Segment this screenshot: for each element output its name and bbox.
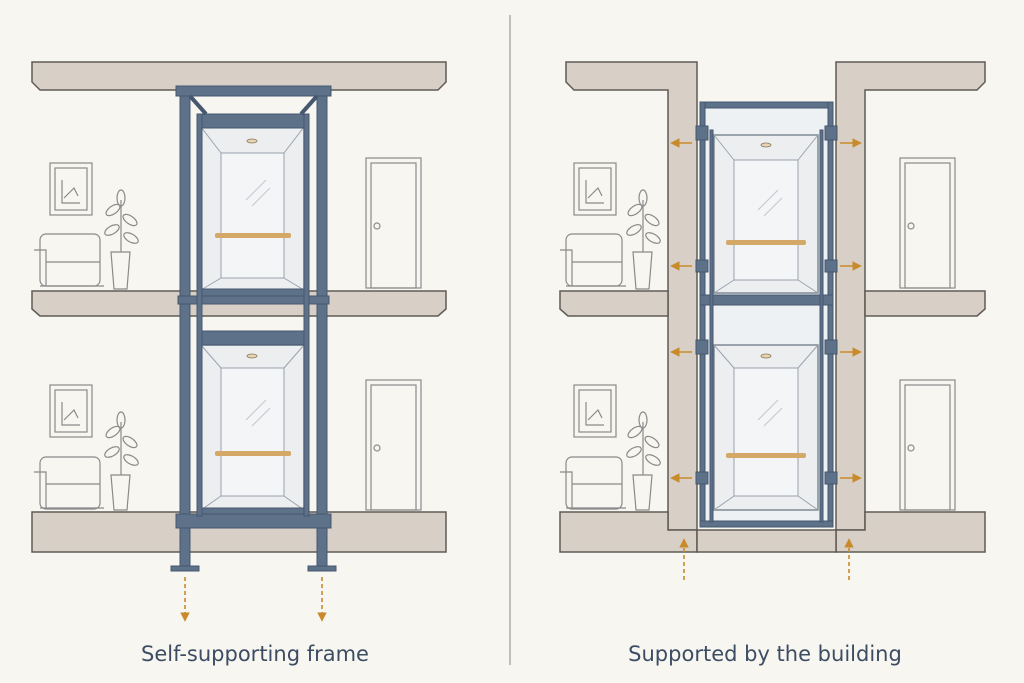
picture-frame-icon [573, 162, 617, 216]
picture-frame-icon [49, 162, 93, 216]
handrail [726, 453, 806, 458]
right-panel-caption: Supported by the building [628, 642, 902, 666]
door-icon [899, 157, 956, 289]
left-panel-caption: Self-supporting frame [141, 642, 369, 666]
sofa-icon [34, 456, 104, 510]
middle-slab-left [559, 290, 669, 317]
left-elevator-cabins [200, 126, 305, 511]
frame-inner-post [303, 113, 310, 517]
picture-frame-icon [573, 384, 617, 438]
upper-cabin [200, 126, 305, 291]
frame-inner-post [196, 113, 203, 517]
potted-plant-icon [104, 189, 139, 290]
right-lower-room [560, 379, 956, 511]
right-upper-room [560, 157, 956, 290]
rail-left [699, 101, 706, 528]
rail-right [827, 101, 834, 528]
frame-middle-beam [177, 295, 330, 305]
sofa-icon [34, 233, 104, 287]
potted-plant-icon [626, 189, 661, 290]
right-panel [559, 61, 986, 580]
left-panel [31, 61, 447, 622]
right-elevator-cabins [713, 134, 819, 511]
lower-cabin [200, 344, 305, 511]
frame-column-left [179, 89, 191, 523]
frame-top-beam [699, 101, 834, 109]
door-icon [365, 157, 422, 289]
door-icon [365, 379, 422, 511]
left-upper-room [34, 157, 422, 290]
middle-slab-right [864, 290, 986, 317]
right-load-arrows [670, 138, 862, 580]
frame-legs [170, 527, 337, 572]
left-lower-room [34, 379, 422, 511]
potted-plant-icon [104, 411, 139, 511]
left-load-arrows [180, 577, 327, 622]
frame-brace [188, 94, 319, 116]
frame-cabin-beam [196, 113, 310, 129]
sofa-icon [560, 456, 626, 510]
frame-top-beam [175, 85, 332, 97]
lower-cabin [713, 344, 819, 511]
wall-brackets [695, 125, 838, 485]
frame-cabin-beam [196, 330, 310, 346]
roof-slab [31, 61, 447, 91]
frame-bottom-beam [699, 520, 834, 528]
sofa-icon [560, 233, 626, 287]
frame-bottom-beam [175, 513, 332, 529]
right-building-structure [559, 61, 986, 553]
potted-plant-icon [626, 411, 661, 511]
handrail [215, 233, 291, 238]
pit-floor [696, 529, 837, 553]
frame-column-right [316, 89, 328, 523]
handrail [726, 240, 806, 245]
upper-cabin [713, 134, 819, 294]
door-icon [899, 379, 956, 511]
picture-frame-icon [49, 384, 93, 438]
guide-rail-frame [695, 101, 838, 528]
handrail [215, 451, 291, 456]
steel-frame [170, 85, 337, 572]
frame-middle-beam [699, 294, 834, 306]
